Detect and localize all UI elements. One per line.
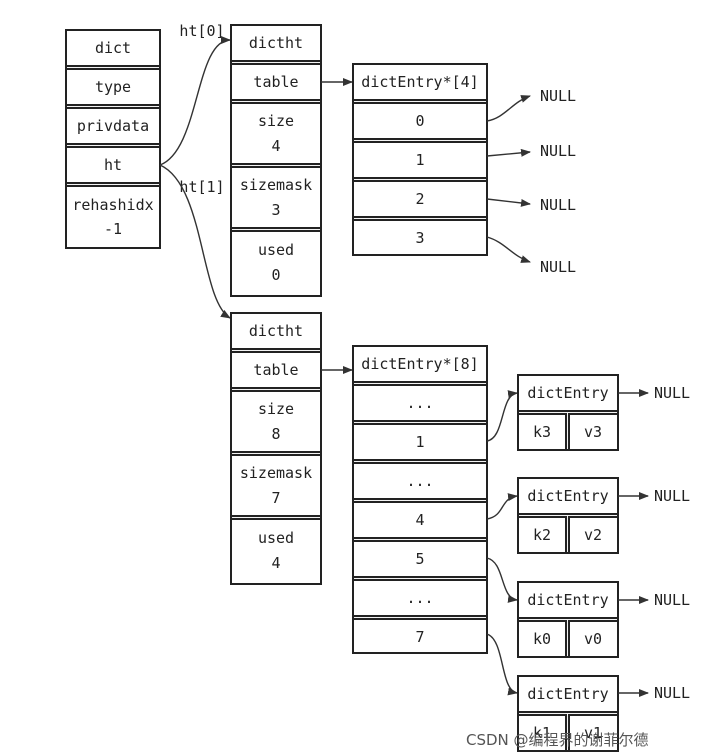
ht0-used-value: 0 xyxy=(271,266,280,284)
null-label: NULL xyxy=(654,384,690,402)
null-label: NULL xyxy=(540,142,576,160)
dict-field-type: type xyxy=(95,78,131,96)
ht0-size-value: 4 xyxy=(271,137,280,155)
ht1-dictht: dictht table size 8 sizemask 7 used 4 xyxy=(230,312,322,585)
ht0-dictht: dictht table size 4 sizemask 3 used 0 xyxy=(230,24,322,297)
slot7-to-entry-k1 xyxy=(486,633,518,696)
ht1-bucket-array: dictEntry*[8] ... 1 ... 4 5 ... 7 xyxy=(352,345,488,654)
table1-slot-7: 7 xyxy=(415,628,424,646)
dict-entry-k1: dictEntry k1 v1 xyxy=(517,675,619,752)
ht0-used-name: used xyxy=(258,241,294,259)
null-label: NULL xyxy=(654,684,690,702)
ht1-label: ht[1] xyxy=(179,178,224,196)
table0-slot-3: 3 xyxy=(415,229,424,247)
ht1-size-name: size xyxy=(258,400,294,418)
entry-header: dictEntry xyxy=(527,591,608,609)
ht0-bucket-array: dictEntry*[4] 0 1 2 3 xyxy=(352,63,488,256)
table0-slot3-arrow xyxy=(486,236,531,263)
ht1-pointer xyxy=(159,164,231,319)
table1-slot-1: 1 xyxy=(415,433,424,451)
table0-slot1-arrow xyxy=(486,148,531,157)
dict-field-rehashidx: rehashidx xyxy=(72,196,153,214)
ht1-sizemask-name: sizemask xyxy=(240,464,312,482)
ht0-sizemask-name: sizemask xyxy=(240,176,312,194)
entry-key: k2 xyxy=(533,526,551,544)
entry-value: v1 xyxy=(584,724,602,742)
entry-header: dictEntry xyxy=(527,685,608,703)
dict-entry-k2: dictEntry k2 v2 xyxy=(517,477,619,554)
null-label: NULL xyxy=(654,487,690,505)
dict-header: dict xyxy=(95,39,131,57)
table0-slot0-arrow xyxy=(486,95,531,122)
entry-key: k0 xyxy=(533,630,551,648)
table0-slot-2: 2 xyxy=(415,190,424,208)
null-label: NULL xyxy=(540,196,576,214)
entry-header: dictEntry xyxy=(527,384,608,402)
null-label: NULL xyxy=(654,591,690,609)
table1-slot-5: 5 xyxy=(415,550,424,568)
ht0-sizemask-value: 3 xyxy=(271,201,280,219)
table1-slot-ellipsis: ... xyxy=(406,472,433,490)
ht1-header: dictht xyxy=(249,322,303,340)
dict-field-ht: ht xyxy=(104,156,122,174)
table0-slot-1: 1 xyxy=(415,151,424,169)
table1-slot-ellipsis: ... xyxy=(406,589,433,607)
null-label: NULL xyxy=(540,87,576,105)
dict-header-cell xyxy=(65,29,161,67)
ht1-sizemask-value: 7 xyxy=(271,489,280,507)
table1-header: dictEntry*[8] xyxy=(361,355,478,373)
dict-entry-k0: dictEntry k0 v0 xyxy=(517,581,619,658)
ht1-size-value: 8 xyxy=(271,425,280,443)
dict-struct: dict type privdata ht rehashidx -1 xyxy=(65,29,161,249)
null-label: NULL xyxy=(540,258,576,276)
table1-slot-ellipsis: ... xyxy=(406,394,433,412)
watermark: CSDN @编程界的谢菲尔德 xyxy=(466,731,649,749)
table0-slot2-arrow xyxy=(486,198,531,207)
ht0-header: dictht xyxy=(249,34,303,52)
entry-value: v3 xyxy=(584,423,602,441)
slot5-to-entry-k0 xyxy=(486,557,518,603)
table0-header: dictEntry*[4] xyxy=(361,73,478,91)
ht0-table: table xyxy=(253,73,298,91)
table0-slot-0: 0 xyxy=(415,112,424,130)
slot4-to-entry-k2 xyxy=(486,493,518,520)
entry-value: v2 xyxy=(584,526,602,544)
ht1-used-value: 4 xyxy=(271,554,280,572)
table1-slot-4: 4 xyxy=(415,511,424,529)
dict-field-privdata: privdata xyxy=(77,117,149,135)
ht0-pointer xyxy=(159,36,231,166)
entry-key: k1 xyxy=(533,724,551,742)
dict-entry-k3: dictEntry k3 v3 xyxy=(517,374,619,451)
entry-header: dictEntry xyxy=(527,487,608,505)
ht0-label: ht[0] xyxy=(179,22,224,40)
ht0-size-name: size xyxy=(258,112,294,130)
entry-key: k3 xyxy=(533,423,551,441)
ht1-used-name: used xyxy=(258,529,294,547)
slot1-to-entry-k3 xyxy=(486,390,518,442)
entry-value: v0 xyxy=(584,630,602,648)
ht1-table: table xyxy=(253,361,298,379)
dict-field-rehashidx-value: -1 xyxy=(104,220,122,238)
